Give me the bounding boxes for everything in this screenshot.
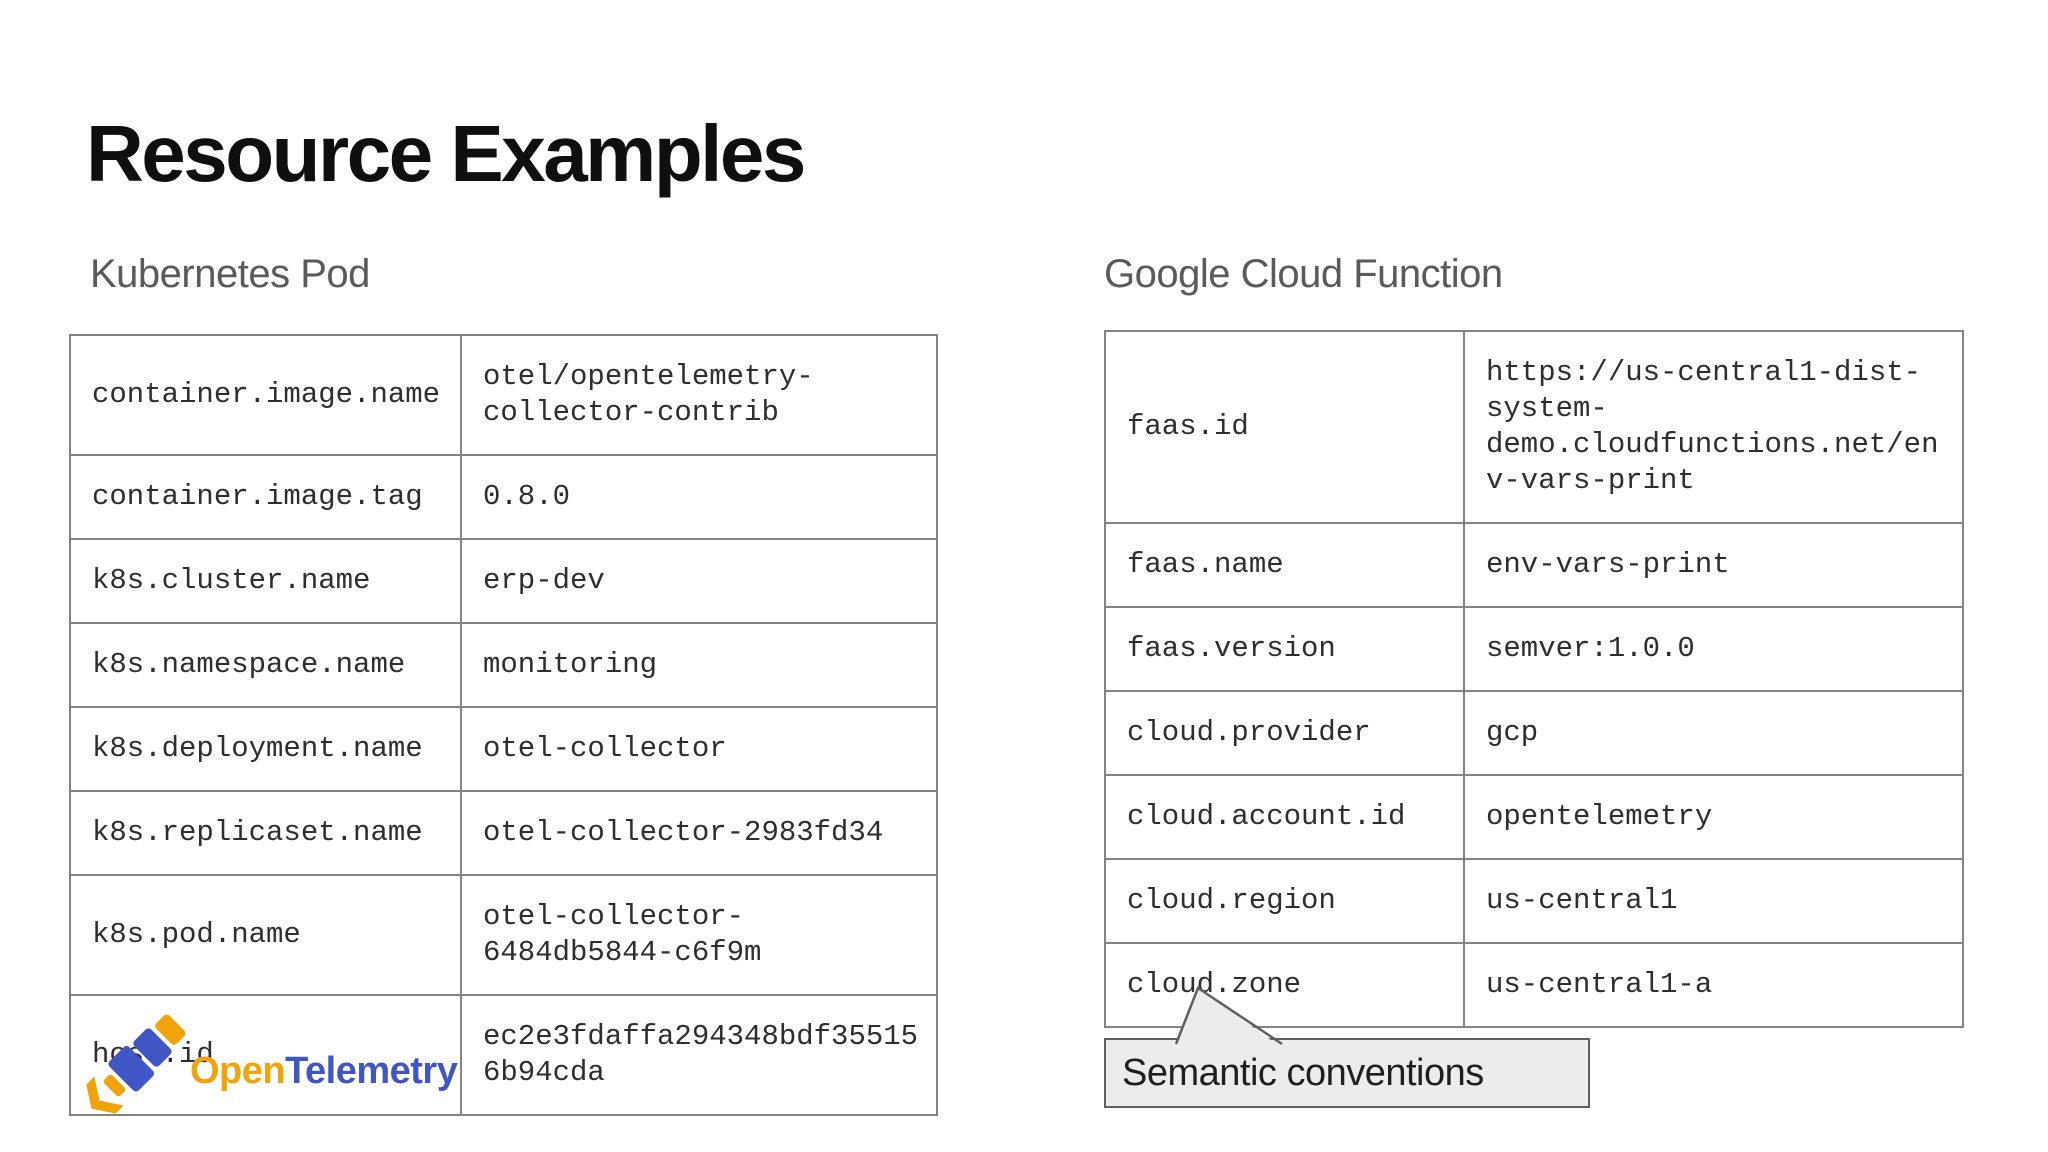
- attribute-key: container.image.name: [69, 334, 462, 456]
- attribute-value: https://us-central1-dist- system- demo.c…: [1463, 330, 1964, 524]
- google-cloud-function-table: faas.id https://us-central1-dist- system…: [1104, 330, 1964, 1028]
- table-row: k8s.cluster.name erp-dev: [69, 538, 938, 624]
- table-row: cloud.zone us-central1-a: [1104, 942, 1964, 1028]
- callout-tail-pointer: [1174, 986, 1283, 1048]
- google-cloud-function-heading: Google Cloud Function: [1104, 252, 1503, 296]
- attribute-key: k8s.deployment.name: [69, 706, 462, 792]
- attribute-key: cloud.zone: [1104, 942, 1465, 1028]
- attribute-key: container.image.tag: [69, 454, 462, 540]
- attribute-value: otel-collector- 6484db5844-c6f9m: [460, 874, 938, 996]
- attribute-key: faas.name: [1104, 522, 1465, 608]
- logo-text-telemetry: Telemetry: [285, 1050, 458, 1092]
- attribute-value: env-vars-print: [1463, 522, 1964, 608]
- table-row: k8s.pod.name otel-collector- 6484db5844-…: [69, 874, 938, 996]
- telescope-icon: [86, 1014, 186, 1114]
- table-row: k8s.namespace.name monitoring: [69, 622, 938, 708]
- attribute-value: us-central1: [1463, 858, 1964, 944]
- table-row: cloud.account.id opentelemetry: [1104, 774, 1964, 860]
- attribute-value: gcp: [1463, 690, 1964, 776]
- table-row: cloud.provider gcp: [1104, 690, 1964, 776]
- attribute-key: cloud.region: [1104, 858, 1465, 944]
- table-row: faas.version semver:1.0.0: [1104, 606, 1964, 692]
- attribute-value: erp-dev: [460, 538, 938, 624]
- attribute-key: k8s.replicaset.name: [69, 790, 462, 876]
- semantic-conventions-callout: Semantic conventions: [1104, 1038, 1590, 1108]
- attribute-value: opentelemetry: [1463, 774, 1964, 860]
- table-row: k8s.replicaset.name otel-collector-2983f…: [69, 790, 938, 876]
- attribute-value: monitoring: [460, 622, 938, 708]
- table-row: faas.id https://us-central1-dist- system…: [1104, 330, 1964, 524]
- attribute-value: otel/opentelemetry- collector-contrib: [460, 334, 938, 456]
- table-row: container.image.tag 0.8.0: [69, 454, 938, 540]
- attribute-key: k8s.pod.name: [69, 874, 462, 996]
- opentelemetry-wordmark: OpenTelemetry: [190, 1050, 458, 1093]
- opentelemetry-logo: OpenTelemetry: [74, 1002, 458, 1142]
- page-title: Resource Examples: [86, 109, 806, 198]
- table-row: container.image.name otel/opentelemetry-…: [69, 334, 938, 456]
- kubernetes-pod-table: container.image.name otel/opentelemetry-…: [69, 334, 938, 1116]
- attribute-value: otel-collector: [460, 706, 938, 792]
- table-row: faas.name env-vars-print: [1104, 522, 1964, 608]
- table-row: k8s.deployment.name otel-collector: [69, 706, 938, 792]
- attribute-value: otel-collector-2983fd34: [460, 790, 938, 876]
- attribute-key: cloud.provider: [1104, 690, 1465, 776]
- table-row: cloud.region us-central1: [1104, 858, 1964, 944]
- callout-label: Semantic conventions: [1122, 1051, 1484, 1094]
- kubernetes-pod-heading: Kubernetes Pod: [90, 252, 370, 296]
- attribute-key: k8s.cluster.name: [69, 538, 462, 624]
- logo-text-open: Open: [190, 1050, 286, 1092]
- attribute-value: 0.8.0: [460, 454, 938, 540]
- attribute-key: faas.id: [1104, 330, 1465, 524]
- attribute-value: us-central1-a: [1463, 942, 1964, 1028]
- attribute-key: cloud.account.id: [1104, 774, 1465, 860]
- attribute-key: faas.version: [1104, 606, 1465, 692]
- attribute-value: ec2e3fdaffa294348bdf35515 6b94cda: [460, 994, 938, 1116]
- attribute-key: k8s.namespace.name: [69, 622, 462, 708]
- attribute-value: semver:1.0.0: [1463, 606, 1964, 692]
